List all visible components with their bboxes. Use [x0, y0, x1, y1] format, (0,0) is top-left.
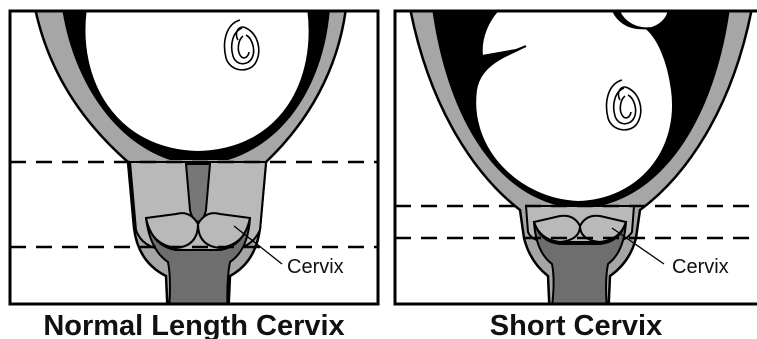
cervix-callout-label: Cervix — [287, 256, 344, 278]
panel-title: Short Cervix — [490, 310, 662, 339]
cervix-callout-label: Cervix — [672, 256, 729, 278]
short-cervix-panel: Cervix Short Cervix — [395, 8, 757, 339]
panel-title: Normal Length Cervix — [43, 310, 344, 339]
normal-cervix-panel: Cervix Normal Length Cervix — [10, 8, 378, 339]
